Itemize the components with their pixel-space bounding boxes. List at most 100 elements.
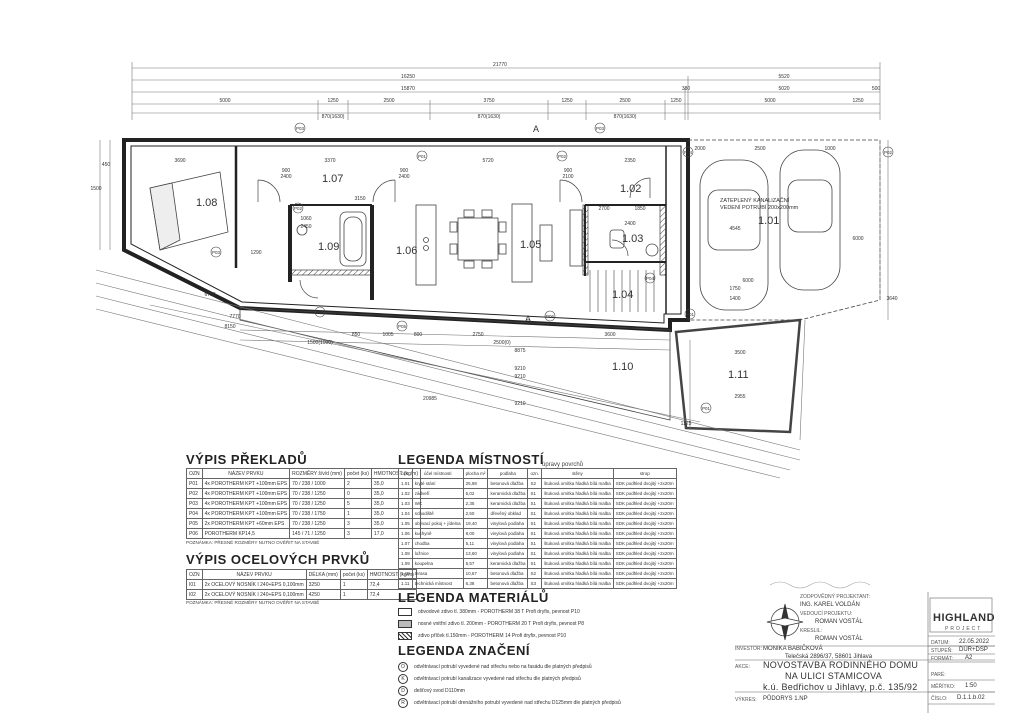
bathroom-fixtures: [296, 211, 659, 267]
dim-opening-2: 870(1630): [478, 114, 501, 120]
dim-opening-3: 870(1630): [614, 114, 637, 120]
section-marks: A A: [525, 124, 539, 324]
tb-zodpovedny-label: ZODPOVĚDNÝ PROJEKTANT:: [800, 594, 870, 600]
material-swatch-interior: [398, 620, 412, 628]
compass-icon: [766, 603, 804, 641]
logo-project: PROJECT: [945, 626, 983, 632]
dim-misc-5: 2400: [624, 221, 635, 227]
dim-bottom-13: 850: [352, 332, 361, 338]
room-1-02: 1.02: [620, 183, 641, 195]
bottom-dimension-lines: [95, 269, 801, 479]
tb-vedouci-label: VEDOUCÍ PROJEKTU:: [800, 611, 853, 617]
tb-investor-addr: Telečská 2896/37, 58601 Jihlava: [785, 654, 873, 660]
symbol-o-icon: O: [398, 662, 408, 672]
dim-misc-3: 1290: [250, 250, 261, 256]
pillar-tag-7: P05: [398, 324, 407, 329]
dim-bottom-8: 3600: [604, 332, 615, 338]
tb-akce-line3: k.ú. Bedřichov u Jihlavy, p.č. 135/92: [763, 682, 918, 692]
terrace: [239, 307, 802, 434]
lintels-col-rozmery: ROZMĚRY š/v/d (mm): [289, 468, 345, 479]
dim-inner-7: 900: [400, 168, 409, 174]
pillar-tag-14: P04: [646, 276, 655, 281]
tb-investor-label: INVESTOR:: [735, 646, 762, 652]
title-block: ZODPOVĚDNÝ PROJEKTANT: ING. KAREL VOLDÁN…: [735, 592, 995, 712]
signature-stamp: [769, 581, 871, 589]
rooms-legend-table: ozn. účel místnosti plocha m² podlaha oz…: [398, 468, 677, 589]
dim-misc-16: 3640: [886, 296, 897, 302]
section-mark-top: A: [533, 124, 539, 134]
room-1-04: 1.04: [612, 289, 633, 301]
steel-col-ozn: OZN: [186, 569, 203, 580]
dim-bottom-7: 2750: [472, 332, 483, 338]
dim-misc-15: 2000: [694, 146, 705, 152]
dim-row4-9: 1250: [852, 98, 863, 104]
lintels-col-pocet: počet (ks): [343, 468, 372, 479]
dim-opening-1: 870(1630): [322, 114, 345, 120]
dim-inner-3: 5720: [482, 158, 493, 164]
material-swatch-exterior: [398, 608, 412, 616]
room-labels: 1.08 1.07 1.09 1.06 1.05 1.02 1.03 1.04 …: [196, 173, 779, 381]
dim-bottom-12: 1005: [382, 332, 393, 338]
pillar-tag-2: P01: [418, 154, 427, 159]
dim-misc-17: 1500: [90, 186, 101, 192]
rooms-legend-title: LEGENDA MÍSTNOSTÍ: [398, 452, 544, 467]
dim-misc-11: 6000: [852, 236, 863, 242]
dim-row3-3: 5020: [778, 86, 789, 92]
symbols-legend-title: LEGENDA ZNAČENÍ: [398, 643, 530, 658]
symbol-d-icon: D: [398, 686, 408, 696]
pillar-tag-11: P02: [884, 150, 893, 155]
kitchen-dining: [415, 203, 583, 286]
dim-total: 21770: [493, 62, 507, 68]
dim-row3-2: 380: [682, 86, 691, 92]
dim-bottom-6: 20985: [423, 396, 437, 402]
lintels-title: VÝPIS PŘEKLADŮ: [186, 452, 308, 467]
lintels-note: POZNÁMKA: PŘESNÉ ROZMĚRY NUTNO OVĚŘIT NA…: [186, 540, 320, 545]
tb-cislo-label: ČÍSLO:: [931, 696, 948, 702]
pillar-tag-3: P03: [596, 126, 605, 131]
tb-cislo: D.1.1.b.02: [957, 695, 985, 701]
dim-misc-12: 6000: [742, 278, 753, 284]
dim-inner-5: 900: [282, 168, 291, 174]
dim-bottom-11: 1500(1000): [307, 340, 333, 346]
dim-misc-14: 1000: [824, 146, 835, 152]
tb-meritko: 1:50: [965, 683, 977, 689]
dim-bottom-1: 6750: [204, 292, 215, 298]
dim-bottom-10: 2500(0): [493, 340, 511, 346]
pillar-tag-13: P02: [294, 206, 303, 211]
dim-bottom-14: 800: [414, 332, 423, 338]
dim-misc-18: 450: [102, 162, 111, 168]
canalization-note-line1: ZATEPLENÝ KANALIZAČNÍ: [720, 197, 790, 204]
tb-datum-label: DATUM:: [931, 640, 950, 646]
dim-bottom-15: 1125: [681, 421, 692, 427]
tb-investor: MONIKA BABIČKOVÁ: [763, 646, 823, 652]
dim-row4-7: 1250: [670, 98, 681, 104]
tb-format: A2: [965, 655, 973, 661]
dim-row4-2: 1250: [327, 98, 338, 104]
steel-title: VÝPIS OCELOVÝCH PRVKŮ: [186, 552, 370, 567]
door-swings: [257, 177, 651, 299]
dim-row4-4: 3750: [483, 98, 494, 104]
tb-pare-label: PARÉ:: [931, 672, 946, 678]
tb-kreslil: ROMAN VOSTÁL: [815, 636, 863, 642]
tb-zodpovedny: ING. KAREL VOLDÁN: [800, 602, 860, 608]
lintels-header-row: OZN NÁZEV PRVKU ROZMĚRY š/v/d (mm) počet…: [186, 468, 422, 479]
steel-col-nazev: NÁZEV PRVKU: [201, 569, 307, 580]
dim-row3-4: 500: [872, 86, 881, 92]
dim-misc-7: 1850: [634, 206, 645, 212]
surface-header: úpravy povrchů: [542, 462, 584, 468]
dim-inner-10: 2100: [562, 174, 573, 180]
dim-inner-9: 900: [564, 168, 573, 174]
